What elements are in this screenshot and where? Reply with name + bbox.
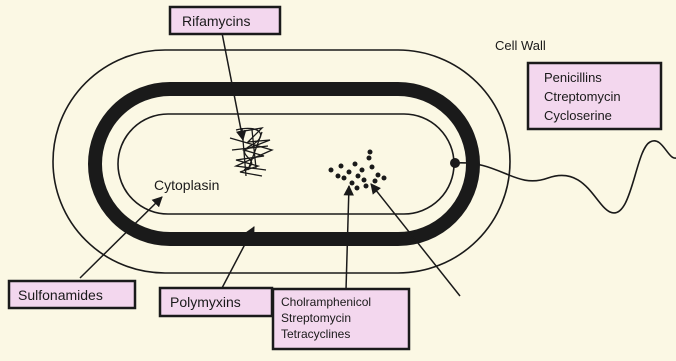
rifamycins-box: Rifamycins xyxy=(170,7,280,34)
cell-wall-drug-ctreptomycin: Ctreptomycin xyxy=(544,89,621,104)
ribosome-drug-cholramphenicol: Cholramphenicol xyxy=(281,295,371,309)
ribosome-drugs-box: Cholramphenicol Streptomycin Tetracyclin… xyxy=(273,289,409,349)
sulfonamides-label: Sulfonamides xyxy=(18,287,103,303)
cell-wall-drug-cycloserine: Cycloserine xyxy=(544,108,612,123)
polymyxins-label: Polymyxins xyxy=(170,294,241,310)
cell-wall-label: Cell Wall xyxy=(495,38,546,53)
ribosome-drug-streptomycin: Streptomycin xyxy=(281,311,351,325)
cell-wall-drugs-box: Penicillins Ctreptomycin Cycloserine xyxy=(528,63,661,129)
rifamycins-label: Rifamycins xyxy=(182,13,250,29)
sulfonamides-box: Sulfonamides xyxy=(9,281,135,308)
ribosome-drug-tetracyclines: Tetracyclines xyxy=(281,327,350,341)
polymyxins-box: Polymyxins xyxy=(160,288,272,316)
cell-wall-drug-penicillins: Penicillins xyxy=(544,70,602,85)
cytoplasm-label: Cytoplasin xyxy=(154,177,219,193)
